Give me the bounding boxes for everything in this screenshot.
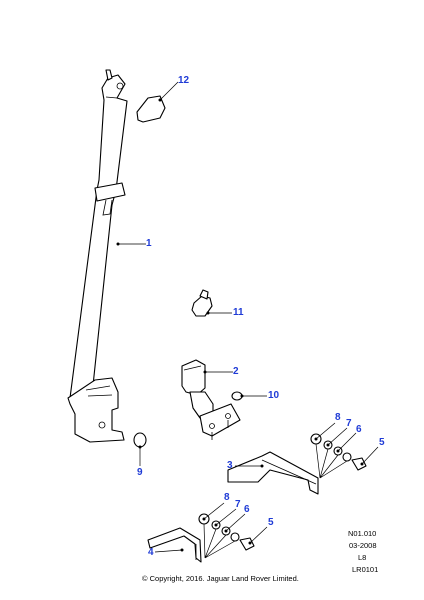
callout-8-lower: 8 [224, 492, 230, 503]
callout-4: 4 [148, 547, 154, 558]
callout-6-lower: 6 [244, 504, 250, 515]
lower-fixings [198, 513, 255, 559]
grommet-plug [133, 432, 147, 448]
seat-belt-assembly [67, 69, 128, 443]
callout-12: 12 [178, 75, 190, 86]
upper-bracket [227, 451, 319, 495]
buckle-assembly [181, 359, 241, 440]
reference-model: LR0101 [352, 565, 379, 574]
callout-1: 1 [146, 238, 152, 249]
leader-lines [116, 81, 379, 553]
callout-6-upper: 6 [356, 424, 362, 435]
reference-code: N01.010 [348, 529, 377, 538]
callout-9: 9 [137, 467, 143, 478]
callout-7-upper: 7 [346, 418, 352, 429]
reference-date: 03-2008 [349, 541, 377, 550]
callout-11: 11 [233, 307, 244, 318]
callout-3: 3 [227, 460, 233, 471]
callout-5-lower: 5 [268, 517, 274, 528]
trim-cover [136, 95, 166, 123]
callout-10: 10 [268, 390, 280, 401]
reference-level: L8 [358, 553, 367, 562]
callout-7-lower: 7 [235, 499, 241, 510]
copyright-notice: © Copyright, 2016. Jaguar Land Rover Lim… [142, 574, 299, 583]
belt-guide-clip [191, 289, 213, 317]
callout-8-upper: 8 [335, 412, 341, 423]
lower-bracket [147, 527, 202, 563]
callout-2: 2 [233, 366, 239, 377]
callout-5-upper: 5 [379, 437, 385, 448]
upper-fixings [310, 433, 367, 479]
